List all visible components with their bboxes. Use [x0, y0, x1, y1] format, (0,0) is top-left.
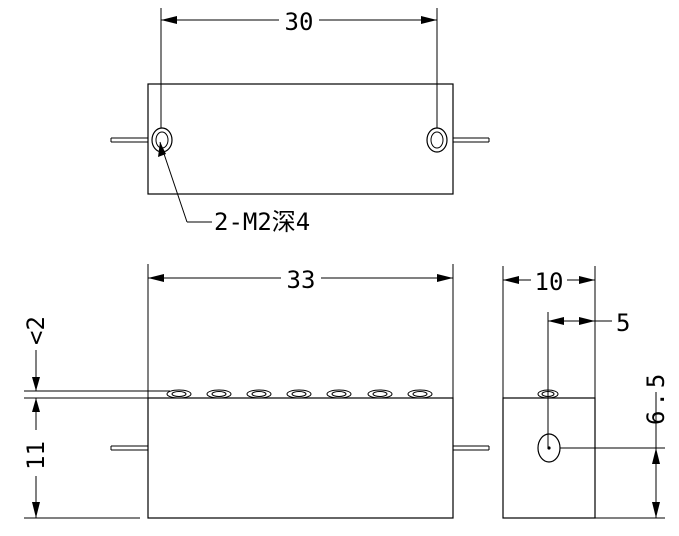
dim-length: 33	[287, 266, 316, 294]
front-view-top-pins	[166, 389, 433, 399]
side-view: 10 5 6.5	[502, 266, 670, 519]
hole-callout: 2-M2深4	[214, 208, 310, 236]
side-view-body	[502, 397, 596, 519]
dim-pin-offset: 5	[616, 309, 630, 337]
dim-width: 10	[535, 268, 564, 296]
front-view-body	[147, 397, 454, 519]
dim-side-pin-height: 6.5	[642, 370, 670, 425]
front-view: 33 <2 11	[22, 264, 490, 519]
dim-hole-spacing: 30	[285, 8, 314, 36]
top-view-body	[147, 83, 454, 195]
top-view: 30 2-M2深4	[110, 6, 490, 236]
dim-body-height: 11	[22, 441, 50, 470]
hole-callout-leader	[159, 141, 188, 223]
dim-pin-height: <2	[22, 316, 50, 345]
